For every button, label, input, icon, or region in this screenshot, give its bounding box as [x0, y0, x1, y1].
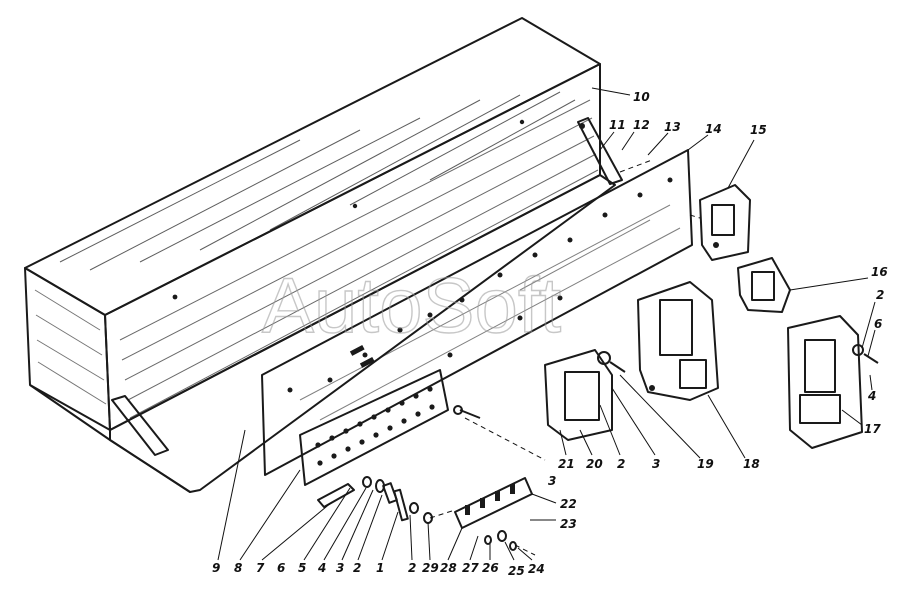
- callout-label: 19: [697, 457, 714, 471]
- callout-label: 15: [750, 123, 767, 137]
- callout-label: 1: [376, 561, 384, 575]
- callout-label: 29: [422, 561, 439, 575]
- switch-16: [737, 257, 791, 313]
- relay-17: [787, 315, 863, 449]
- callout-label: 28: [440, 561, 457, 575]
- leader-lines: [217, 87, 876, 561]
- terminal-block-22: [454, 477, 533, 551]
- callout-label: 4: [317, 561, 326, 575]
- callout-label: 21: [558, 457, 575, 471]
- callout-label: 23: [560, 517, 577, 531]
- callout-label: 3: [336, 561, 344, 575]
- relay-20: [544, 349, 626, 441]
- callout-label: 3: [548, 474, 556, 488]
- callout-label: 22: [560, 497, 577, 511]
- washer-nut-2-6-4: [852, 344, 879, 364]
- callout-label: 2: [617, 457, 625, 471]
- callout-label: 2: [876, 288, 884, 302]
- callout-label: 2: [408, 561, 416, 575]
- callout-label: 17: [864, 422, 881, 436]
- callout-label: 20: [586, 457, 603, 471]
- callout-label: 6: [277, 561, 285, 575]
- callout-label: 6: [874, 317, 882, 331]
- mounting-panel-14: [261, 149, 693, 476]
- terminal-plate-8: [299, 369, 449, 486]
- callout-label: 27: [462, 561, 479, 575]
- callout-label: 13: [664, 120, 681, 134]
- callout-label: 5: [298, 561, 306, 575]
- assembly-lines: [429, 159, 701, 556]
- callout-label: 25: [508, 564, 525, 578]
- callout-label: 2: [353, 561, 361, 575]
- callout-label: 4: [867, 389, 876, 403]
- relay-15: [699, 184, 751, 261]
- housing-box: [24, 17, 616, 493]
- contact-strip-7: [317, 483, 355, 508]
- callout-labels: 10 11 12 13 14 15 16 2 6 4 17 18 19 3 2 …: [212, 90, 888, 578]
- callout-label: 9: [212, 561, 220, 575]
- callout-label: 14: [705, 122, 722, 136]
- bracket-left: [111, 395, 169, 456]
- callout-label: 3: [652, 457, 660, 471]
- callout-label: 26: [482, 561, 499, 575]
- callout-label: 10: [633, 90, 650, 104]
- relay-18: [637, 281, 719, 401]
- screw-3: [453, 405, 481, 419]
- fasteners-row: [362, 476, 433, 524]
- callout-label: 16: [871, 265, 888, 279]
- callout-label: 8: [234, 561, 242, 575]
- callout-label: 18: [743, 457, 760, 471]
- callout-label: 12: [633, 118, 650, 132]
- callout-label: 11: [609, 118, 626, 132]
- watermark-text: AutoSoft: [262, 261, 562, 349]
- callout-label: 7: [256, 561, 265, 575]
- callout-label: 24: [528, 562, 545, 576]
- bracket-right-11: [577, 117, 623, 185]
